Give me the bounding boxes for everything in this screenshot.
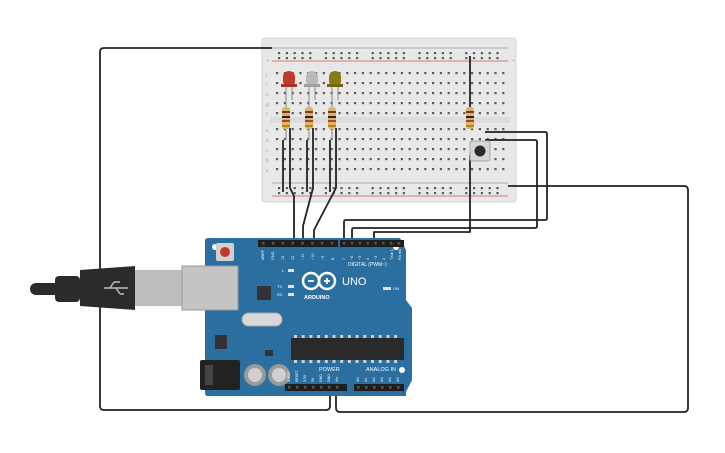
svg-text:~6: ~6 [350, 256, 354, 260]
svg-text:-: - [512, 46, 514, 51]
svg-text:AREF: AREF [261, 249, 265, 260]
svg-text:4: 4 [366, 258, 370, 260]
pushbutton[interactable] [469, 140, 491, 162]
digital-header-title: DIGITAL (PWM~) [348, 262, 387, 268]
capacitors [244, 364, 290, 386]
row-letters-bottom: e d c b a [266, 128, 269, 173]
wire-led-red[interactable] [289, 128, 295, 238]
svg-text:A2: A2 [372, 377, 376, 382]
arduino-logo [301, 271, 337, 291]
wire-led-yellow[interactable] [313, 128, 337, 238]
svg-text:j: j [265, 72, 267, 77]
resistor-3[interactable] [328, 100, 336, 140]
model-label: UNO [342, 276, 367, 288]
wire-led-white[interactable] [302, 128, 314, 238]
voltage-regulator [215, 335, 227, 349]
svg-text:TX►1: TX►1 [390, 249, 394, 260]
svg-text:TX: TX [277, 284, 282, 289]
resistors[interactable] [282, 100, 474, 140]
arduino-uno[interactable]: ARDUINO UNO L TX RX ON [181, 238, 412, 396]
svg-text:RX: RX [277, 292, 283, 297]
resistor-4[interactable] [466, 107, 474, 129]
digital-header-left[interactable] [258, 240, 338, 247]
svg-text:~3: ~3 [374, 256, 378, 260]
svg-text:a: a [266, 168, 269, 173]
svg-text:~11: ~11 [301, 254, 305, 260]
wire-button-2[interactable] [351, 139, 538, 238]
analog-pin-labels: A0 A1 A2 A3 A4 A5 [356, 377, 400, 382]
svg-text:d: d [266, 138, 269, 143]
svg-text:GND: GND [319, 374, 323, 382]
svg-text:ON: ON [393, 286, 399, 291]
svg-text:7: 7 [342, 258, 346, 260]
svg-text:A1: A1 [364, 377, 368, 382]
red-led[interactable] [281, 71, 297, 100]
digital-pin-labels-left: AREF GND 13 12 ~11 ~10 ~9 8 [261, 249, 335, 260]
usb-icon [104, 281, 128, 295]
crystal [241, 312, 283, 327]
leds[interactable] [281, 71, 343, 100]
svg-text:A5: A5 [396, 377, 400, 382]
svg-text:c: c [266, 148, 268, 153]
svg-text:e: e [266, 128, 269, 133]
analog-header[interactable] [354, 384, 404, 391]
svg-text:3.3V: 3.3V [303, 374, 307, 382]
svg-text:+: + [512, 58, 515, 63]
wire-button-pin[interactable] [373, 155, 471, 238]
row-letters-top: j i h g f [265, 72, 269, 117]
digital-pin-labels-right: 7 ~6 ~5 4 ~3 2 TX►1 RX◄0 [342, 249, 402, 260]
resistor-1[interactable] [282, 100, 290, 140]
svg-text:i: i [266, 82, 267, 87]
atmega-chip [291, 335, 404, 363]
svg-text:~5: ~5 [358, 256, 362, 260]
analog-header-title: ANALOG IN [366, 367, 396, 373]
svg-text:L: L [282, 268, 285, 273]
svg-text:~9: ~9 [321, 256, 325, 260]
brand-label: ARDUINO [304, 295, 330, 301]
svg-text:A0: A0 [356, 377, 360, 382]
svg-text:A4: A4 [388, 377, 392, 382]
power-jack[interactable] [200, 360, 240, 390]
power-pin-labels: IOREF RESET 3.3V 5V GND GND Vin [287, 369, 339, 382]
breadboard[interactable]: - + - + j i h g f e d c b a [261, 37, 517, 203]
svg-text:IOREF: IOREF [287, 371, 291, 382]
svg-text:GND: GND [271, 251, 275, 260]
svg-text:8: 8 [331, 258, 335, 260]
small-chip [265, 350, 273, 356]
svg-text:b: b [266, 158, 269, 163]
svg-text:+: + [266, 58, 269, 63]
svg-text:12: 12 [291, 256, 295, 260]
svg-text:RX◄0: RX◄0 [398, 249, 402, 260]
usb-chip [257, 286, 271, 300]
usb-port[interactable] [181, 265, 239, 311]
svg-text:5V: 5V [311, 377, 315, 382]
svg-text:2: 2 [382, 258, 386, 260]
svg-text:f: f [266, 112, 268, 117]
white-led[interactable] [304, 71, 320, 100]
wires[interactable] [99, 47, 689, 413]
power-header-title: POWER [319, 367, 340, 373]
yellow-led[interactable] [327, 71, 343, 100]
svg-text:RESET: RESET [295, 369, 299, 382]
wire-button-1[interactable] [343, 131, 548, 238]
svg-text:~10: ~10 [311, 254, 315, 260]
resistor-2[interactable] [305, 100, 313, 140]
wire-5v-right[interactable] [335, 185, 689, 413]
svg-text:g: g [266, 102, 269, 107]
svg-text:Vin: Vin [335, 377, 339, 382]
svg-text:GND: GND [327, 374, 331, 382]
svg-text:13: 13 [281, 256, 285, 260]
digital-header-right[interactable] [340, 240, 404, 247]
status-leds: L TX RX ON [277, 268, 399, 297]
svg-text:h: h [266, 92, 269, 97]
svg-text:A3: A3 [380, 377, 384, 382]
power-header[interactable] [285, 384, 347, 391]
wire-gnd-left[interactable] [99, 47, 331, 411]
reset-button[interactable] [216, 243, 234, 261]
